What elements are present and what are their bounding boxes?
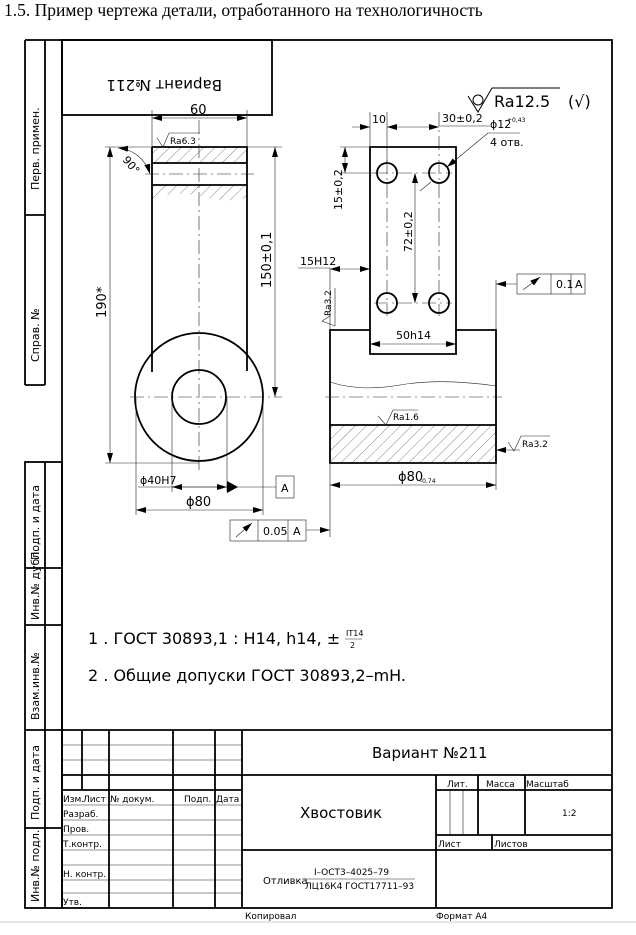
- top-stamp-text: Вариант №211: [107, 76, 223, 94]
- side-labels: Перв. примен. Справ. № Подп. и дата Инв.…: [29, 107, 42, 902]
- datum-a: A: [281, 482, 289, 495]
- side_view-dim_10-label: 10: [372, 113, 386, 126]
- dim-bore: ϕ40H7: [140, 474, 177, 487]
- angle-90: 90°: [120, 154, 142, 177]
- side_view-runout-value-label: 0.1: [556, 278, 574, 291]
- side_view-dim_30-label: 30±0,2: [442, 112, 483, 125]
- title_block-roles-1-label: Пров.: [63, 825, 89, 835]
- side-label: Справ. №: [29, 308, 42, 362]
- roughness-top: Ra6.3: [170, 137, 196, 147]
- title_block-roles-0-label: Разраб.: [63, 810, 98, 820]
- dim-60: 60: [190, 103, 207, 118]
- title_block-format-label: Формат А4: [436, 912, 488, 922]
- side-label: Подп. и дата: [29, 485, 42, 560]
- title_block-cols-3-label: Подп.: [184, 795, 211, 805]
- title_block-cols-4-label: Дата: [216, 795, 239, 805]
- side_view-dim_15-label: 15±0,2: [332, 169, 345, 210]
- side-label: Перв. примен.: [29, 107, 42, 190]
- title_block-material_top-label: I–ОСТ3–4025–79: [314, 868, 389, 878]
- part-name: Хвостовик: [300, 804, 382, 822]
- notes-n1_den-label: 2: [350, 641, 355, 650]
- dim-phi80: ϕ80: [186, 495, 211, 510]
- title_block-scale_label-label: Масштаб: [526, 780, 569, 790]
- side_view-outer_tol-label: -0,74: [420, 478, 436, 485]
- scale-value: 1:2: [562, 809, 576, 819]
- general-roughness: Ra12.5 (√): [467, 87, 591, 113]
- drawing-frame: [24, 39, 613, 909]
- note-1: 1 . ГОСТ 30893,1 : H14, h14, ±: [88, 629, 340, 648]
- title_block-roles-5-label: Утв.: [63, 898, 82, 908]
- side_view-roughness_right-label: Ra3.2: [522, 440, 548, 450]
- side-view: 10 30±0,2 ϕ12 +0,43 4 отв. 15±0,2 72±0,2…: [298, 112, 586, 537]
- variant-title: Вариант №211: [372, 744, 488, 762]
- side_view-dim_72-label: 72±0,2: [402, 211, 415, 252]
- note-2: 2 . Общие допуски ГОСТ 30893,2–mH.: [88, 666, 406, 685]
- title_block-roles-4-label: Н. контр.: [63, 870, 106, 880]
- title_block-sheet-label: Лист: [438, 840, 461, 850]
- title_block-roles-2-label: Т.контр.: [62, 840, 102, 850]
- side_view-roughness_side-label: Ra3.2: [324, 290, 334, 316]
- dim-190: 190*: [95, 286, 110, 318]
- title_block-copied-label: Копировал: [245, 912, 296, 922]
- side_view-hole_dim-label: ϕ12: [490, 118, 511, 131]
- title_block-sheets-label: Листов: [494, 840, 528, 850]
- section-heading: 1.5. Пример чертежа детали, отработанног…: [4, 0, 483, 20]
- title-block: Изм. Лист № докум. Подп. Дата Разраб. Пр…: [0, 729, 636, 923]
- side_view-hole_count-label: 4 отв.: [490, 136, 524, 149]
- technical-notes: 1 . ГОСТ 30893,1 : H14, h14, ± IT14 2 2 …: [88, 629, 406, 685]
- runout-arrow-icon: [235, 522, 253, 538]
- title_block-mass-label: Масса: [486, 780, 515, 790]
- title_block-cols-0-label: Изм.: [63, 795, 84, 805]
- title_block-cols-1-label: Лист: [83, 795, 106, 805]
- title_block-lit-label: Лит.: [447, 780, 468, 790]
- side-label: Инв.№ подл.: [29, 830, 42, 902]
- side_view-outer_dim-label: ϕ80: [398, 470, 423, 485]
- dim-150: 150±0,1: [260, 232, 275, 288]
- front-view: 60 Ra6.3 90° 190* 150±0,1 ϕ40H7 A ϕ80 0.…: [95, 103, 330, 542]
- side-label: Инв.№ дубл.: [29, 548, 42, 620]
- title_block-material_bottom-label: ЛЦ16К4 ГОСТ17711–93: [305, 882, 414, 892]
- side_view-runout-datum-label: A: [575, 278, 583, 291]
- side_view-roughness_bore-label: Ra1.6: [393, 413, 419, 423]
- side_view-dim_15h12-label: 15H12: [300, 255, 336, 268]
- runout-arrow-icon: [522, 276, 541, 291]
- side_view-dim_50-label: 50h14: [396, 329, 431, 342]
- side-label: Взам.инв.№: [29, 652, 42, 720]
- side-label: Подп. и дата: [29, 745, 42, 820]
- side_view-hole_tol-label: +0,43: [507, 117, 526, 124]
- front_view-runout-datum-label: A: [293, 525, 301, 538]
- front_view-runout-value-label: 0.05: [263, 525, 288, 538]
- general_roughness_suffix-label: (√): [568, 92, 591, 111]
- title_block-cols-2-label: № докум.: [110, 795, 154, 805]
- roughness-circle-icon: [472, 94, 484, 106]
- title_block-material_label-label: Отливка: [263, 876, 308, 887]
- general_roughness-label: Ra12.5: [494, 92, 550, 111]
- notes-n1_num-label: IT14: [346, 629, 363, 638]
